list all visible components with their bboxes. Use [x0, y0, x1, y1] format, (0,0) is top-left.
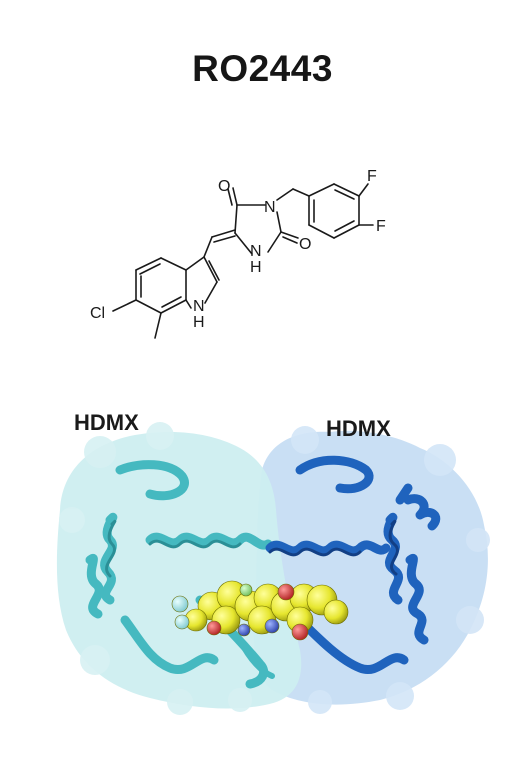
- ligand-spheres: [171, 580, 349, 641]
- ch2-bond-1: [276, 188, 294, 201]
- atom-labels: O N O N H F F Cl N H: [90, 168, 386, 331]
- atom-n-imide: N: [264, 199, 276, 216]
- atom-n-ring: N: [250, 243, 262, 260]
- right-hdmx-label: HDMX: [326, 416, 391, 441]
- atom-h-indole: H: [193, 314, 205, 331]
- atom-cl: Cl: [90, 305, 105, 322]
- vinyl-bond-1: [203, 236, 213, 258]
- chemical-structure: [112, 183, 374, 339]
- protein-complex: HDMX HDMX: [56, 410, 490, 715]
- atom-o-top: O: [218, 178, 230, 195]
- atom-n-indole: N: [193, 298, 205, 315]
- atom-f-para: F: [376, 218, 386, 235]
- difluorophenyl-ring: [308, 183, 374, 239]
- left-hdmx-label: HDMX: [74, 410, 139, 435]
- left-hdmx-ribbon-shade: [105, 520, 242, 578]
- atom-h-ring: H: [250, 259, 262, 276]
- methyl-bond: [154, 312, 162, 339]
- indole-benzene-ring: [135, 257, 187, 314]
- cl-bond: [112, 299, 137, 312]
- ch2-bond-2: [292, 188, 310, 197]
- hydantoin-ring: [227, 187, 299, 255]
- vinyl-double-bond: [211, 229, 236, 238]
- atom-o-right: O: [299, 236, 311, 253]
- figure-title: RO2443: [192, 48, 333, 89]
- indole-pyrrole-ring: [185, 256, 220, 309]
- atom-f-meta: F: [367, 168, 377, 185]
- right-hdmx-ribbon-shade: [268, 520, 399, 576]
- right-hdmx-ribbon: [265, 455, 441, 674]
